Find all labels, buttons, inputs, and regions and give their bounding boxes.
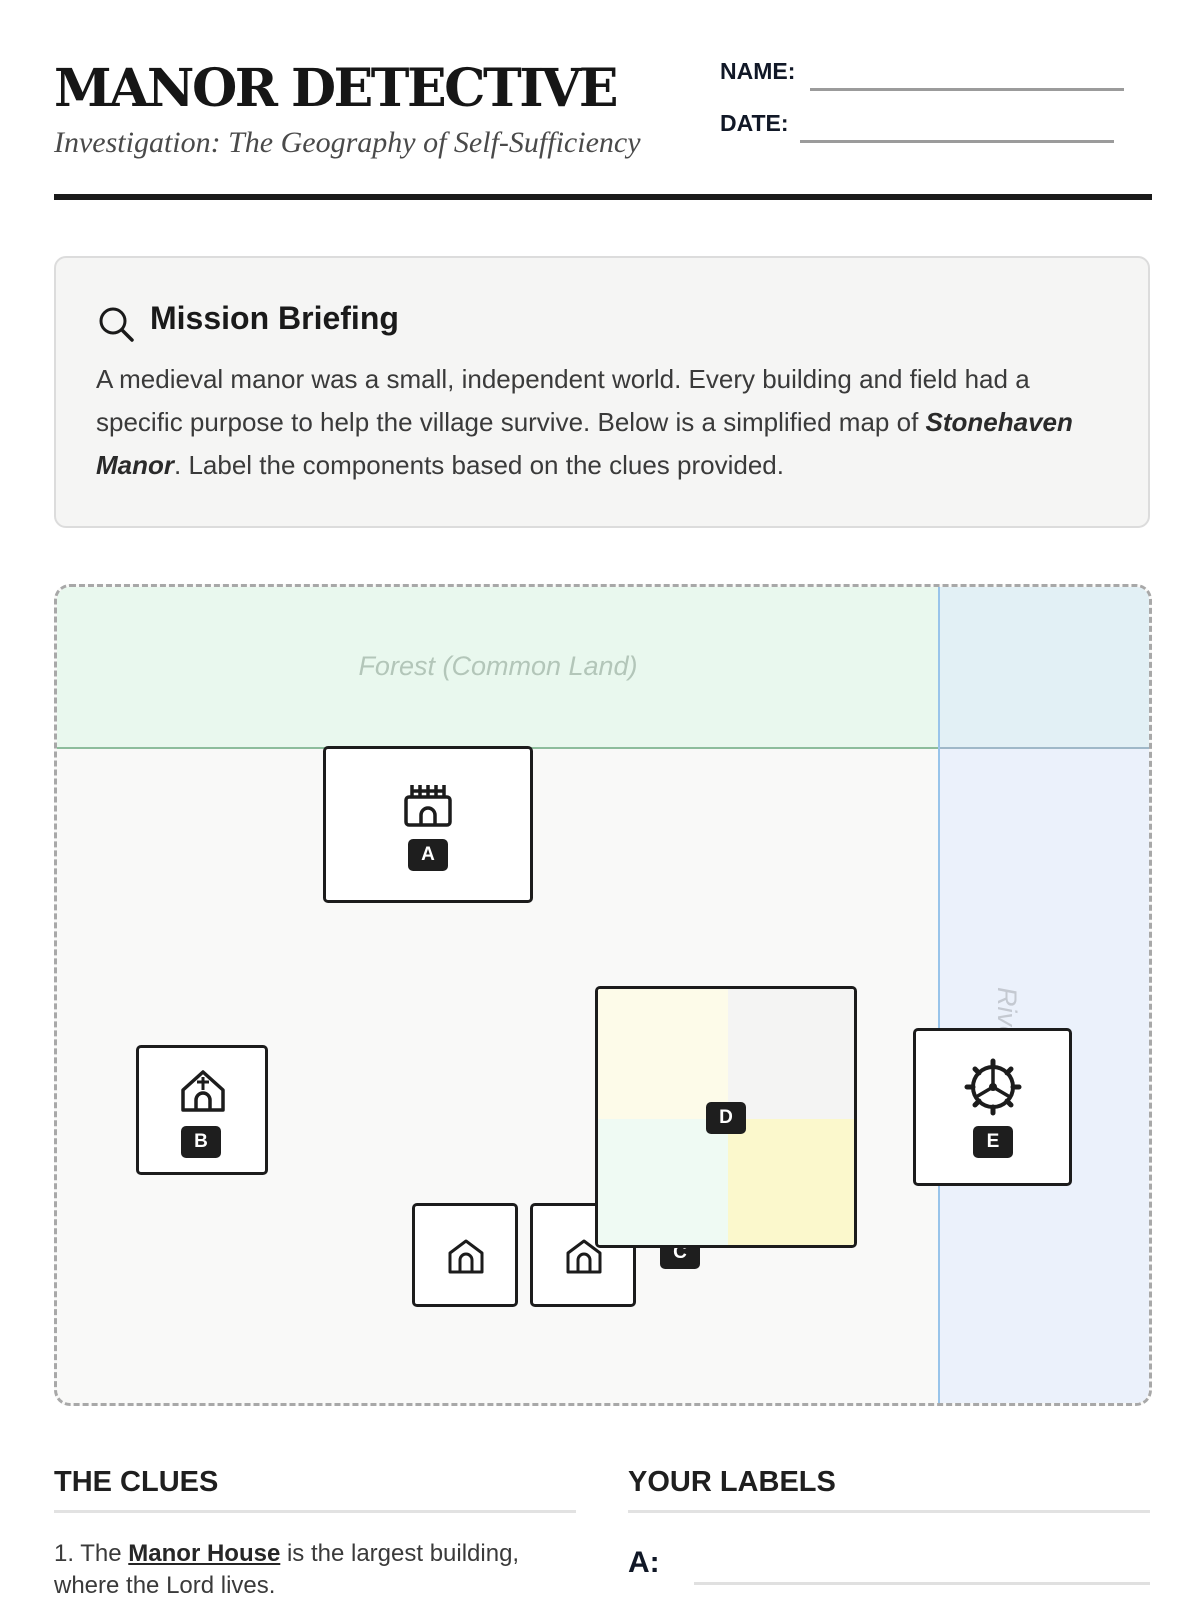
house-icon (566, 1239, 602, 1274)
labels-heading: YOUR LABELS (628, 1466, 836, 1498)
name-field[interactable] (810, 88, 1124, 91)
field-quadrant-4 (728, 1119, 854, 1245)
clues-heading: THE CLUES (54, 1466, 219, 1498)
field-quadrant-3 (598, 1119, 729, 1245)
field-quadrant-1 (598, 989, 729, 1120)
label-badge-e: E (973, 1126, 1013, 1158)
label-badge-a: A (408, 839, 448, 871)
label-a-field[interactable] (694, 1582, 1150, 1585)
label-badge-b: B (181, 1126, 221, 1158)
forest-label: Forest (Common Land) (358, 651, 638, 681)
labels-divider (628, 1510, 1150, 1513)
church-icon (181, 1070, 225, 1112)
label-badge-d: D (706, 1102, 746, 1134)
mission-briefing: Mission Briefing A medieval manor was a … (54, 256, 1150, 528)
clue-item: 1. The Manor House is the largest buildi… (54, 1540, 520, 1599)
page-title: MANOR DETECTIVE (54, 58, 619, 119)
river-forest-corner (940, 587, 1149, 749)
field-quadrant-2 (728, 989, 854, 1120)
house-icon (448, 1239, 484, 1274)
building-a[interactable]: A (323, 746, 533, 903)
castle-icon (404, 785, 452, 827)
header-divider (54, 194, 1152, 200)
river-area: River (938, 587, 1149, 1403)
forest-area: Forest (Common Land) (57, 587, 939, 749)
label-a-letter: A: (628, 1546, 660, 1579)
page-subtitle: Investigation: The Geography of Self-Suf… (54, 126, 641, 159)
clues-divider (54, 1510, 576, 1513)
building-b[interactable]: B (136, 1045, 268, 1175)
mill-wheel-icon (964, 1058, 1022, 1116)
manor-map: Forest (Common Land) River A B (54, 584, 1152, 1406)
building-e[interactable]: E (913, 1028, 1072, 1186)
manor-name: Stonehaven Manor (96, 407, 1073, 480)
date-label: DATE: (720, 110, 789, 136)
date-field[interactable] (800, 140, 1114, 143)
clue-term: Manor House (128, 1540, 281, 1567)
briefing-title: Mission Briefing (150, 300, 399, 336)
building-d[interactable]: D (595, 986, 857, 1248)
briefing-text: A medieval manor was a small, independen… (96, 364, 1073, 480)
name-label: NAME: (720, 58, 796, 84)
search-icon (99, 307, 134, 342)
cottage-1[interactable] (412, 1203, 518, 1307)
